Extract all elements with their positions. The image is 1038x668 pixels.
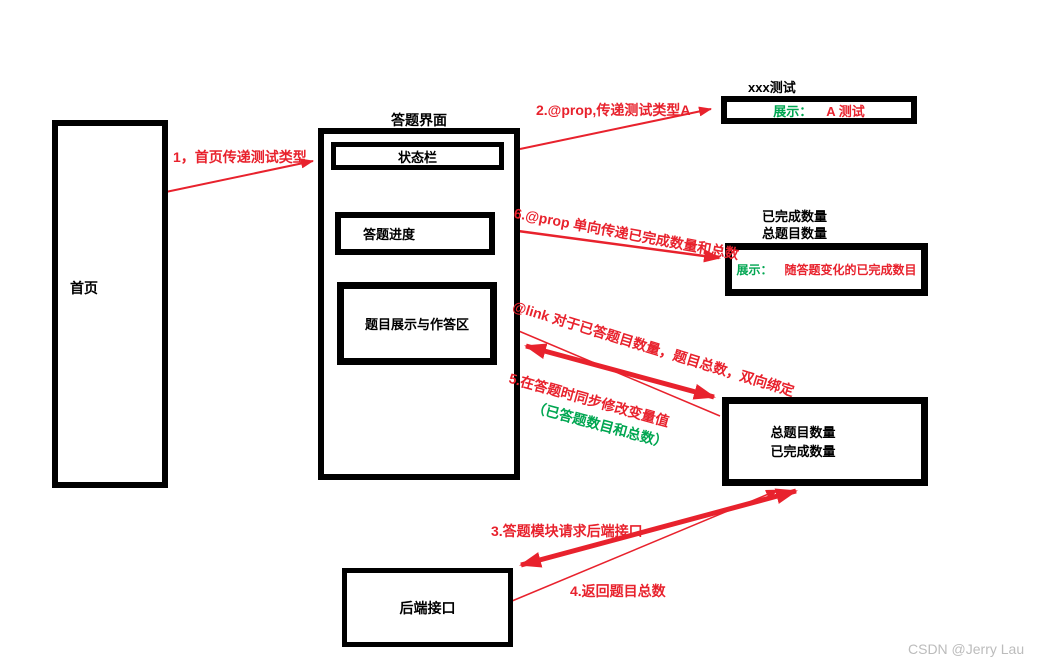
progress-label: 答题进度 bbox=[363, 227, 416, 242]
node-test-display: 展示： A 测试 bbox=[721, 96, 917, 124]
edge-label-4: 4.返回题目总数 bbox=[570, 583, 666, 599]
status-bar-label: 状态栏 bbox=[397, 149, 437, 165]
vars-line2: 已完成数量 bbox=[770, 443, 836, 459]
completed-display-value: 随答题变化的已完成数目 bbox=[784, 263, 917, 277]
test-display-value: A 测试 bbox=[826, 103, 865, 119]
question-area-label: 题目展示与作答区 bbox=[364, 317, 469, 332]
edge-label-6: 6.@prop 单向传递已完成数量和总数 bbox=[512, 204, 741, 263]
home-label: 首页 bbox=[70, 280, 98, 296]
test-display-prefix: 展示： bbox=[773, 103, 813, 119]
watermark: CSDN @Jerry Lau bbox=[908, 641, 1025, 657]
node-home: 首页 bbox=[52, 120, 168, 488]
completed-display-prefix: 展示： bbox=[736, 263, 773, 277]
node-progress: 答题进度 bbox=[335, 212, 495, 255]
completed-display-caption: 已完成数量 总题目数量 bbox=[762, 208, 827, 242]
vars-line1: 总题目数量 bbox=[770, 424, 836, 440]
completed-caption-line1: 已完成数量 bbox=[762, 209, 828, 224]
edge-label-2: 2.@prop,传递测试类型A bbox=[536, 102, 691, 118]
backend-label: 后端接口 bbox=[399, 599, 456, 616]
edge-label-1: 1，首页传递测试类型 bbox=[173, 149, 307, 165]
quiz-title: 答题界面 bbox=[391, 112, 447, 128]
edge-label-3: 3.答题模块请求后端接口 bbox=[491, 523, 643, 539]
node-backend: 后端接口 bbox=[342, 568, 513, 647]
node-status-bar: 状态栏 bbox=[331, 142, 504, 170]
completed-caption-line2: 总题目数量 bbox=[762, 226, 828, 241]
node-question-area: 题目展示与作答区 bbox=[337, 282, 497, 365]
node-completed-display: 展示： 随答题变化的已完成数目 bbox=[725, 243, 928, 296]
test-display-caption: xxx测试 bbox=[748, 80, 796, 95]
node-variables: 总题目数量 已完成数量 bbox=[722, 397, 928, 486]
